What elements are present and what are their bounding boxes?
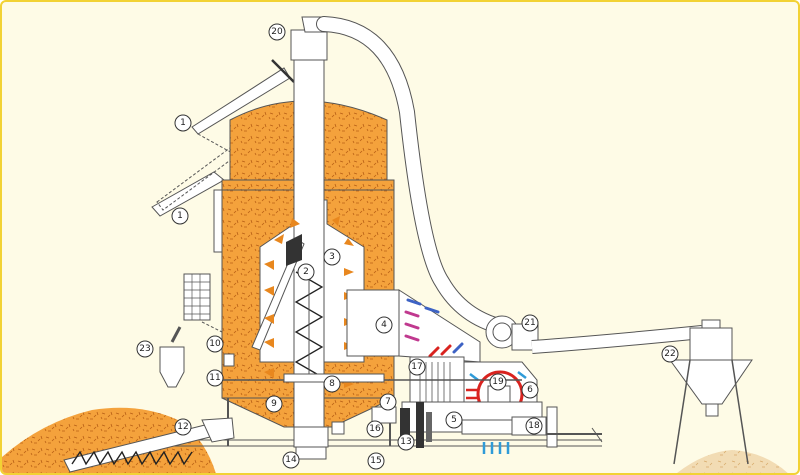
callout-6-text: 6 (527, 385, 533, 395)
callout-11: 11 (206, 369, 224, 387)
callout-22: 22 (661, 345, 679, 363)
callout-8-text: 8 (329, 379, 335, 389)
callout-18: 18 (525, 417, 543, 435)
callout-16-text: 16 (369, 424, 381, 434)
callout-4: 4 (375, 316, 393, 334)
base-cool-air-marks (482, 442, 510, 454)
top-elevator-head (290, 29, 328, 61)
callout-18-text: 18 (528, 421, 540, 431)
callout-14-text: 14 (285, 455, 297, 465)
plenum-airflow-arrows (404, 298, 464, 358)
callout-10: 10 (206, 335, 224, 353)
callout-1b: 1 (171, 207, 189, 225)
drive-pulleys (400, 402, 432, 448)
callout-12-text: 12 (177, 422, 188, 432)
callout-15-text: 15 (370, 456, 381, 466)
callout-13-text: 13 (400, 437, 411, 447)
callout-20: 20 (268, 23, 286, 41)
vertical-auger-screw (294, 267, 324, 382)
callout-1a-text: 1 (180, 118, 186, 128)
callout-1a: 1 (174, 114, 192, 132)
callout-7-text: 7 (385, 397, 391, 407)
callout-3-text: 3 (329, 252, 335, 262)
callout-7: 7 (379, 393, 397, 411)
ground-grain-pile-right (677, 450, 788, 473)
cyclone-separator (669, 319, 753, 465)
callout-9: 9 (265, 395, 283, 413)
dust-hopper (159, 273, 223, 388)
callout-17-text: 17 (411, 362, 422, 372)
callout-6: 6 (521, 381, 539, 399)
callout-12: 12 (174, 418, 192, 436)
callout-10-text: 10 (209, 339, 221, 349)
callout-4-text: 4 (381, 320, 387, 330)
ground-grain-pile-left (2, 407, 216, 473)
callout-22-text: 22 (664, 349, 675, 359)
callout-1b-text: 1 (177, 211, 183, 221)
callout-21-text: 21 (524, 318, 535, 328)
callout-13: 13 (397, 433, 415, 451)
discharge-box (293, 426, 329, 448)
callout-15: 15 (367, 452, 385, 470)
callout-5: 5 (445, 411, 463, 429)
callout-11-text: 11 (209, 373, 220, 383)
callout-3: 3 (323, 248, 341, 266)
callout-17: 17 (408, 358, 426, 376)
callout-21: 21 (521, 314, 539, 332)
callout-9-text: 9 (271, 399, 277, 409)
callout-19-text: 19 (492, 377, 504, 387)
callout-16: 16 (366, 420, 384, 438)
callout-14: 14 (282, 451, 300, 469)
callout-2: 2 (297, 263, 315, 281)
callout-19: 19 (489, 373, 507, 391)
callout-23: 23 (136, 340, 154, 358)
callout-5-text: 5 (451, 415, 457, 425)
burner-heat-arrows (466, 388, 478, 400)
callout-20-text: 20 (271, 27, 283, 37)
callout-2-text: 2 (303, 267, 309, 277)
callout-23-text: 23 (139, 344, 150, 354)
callout-8: 8 (323, 375, 341, 393)
